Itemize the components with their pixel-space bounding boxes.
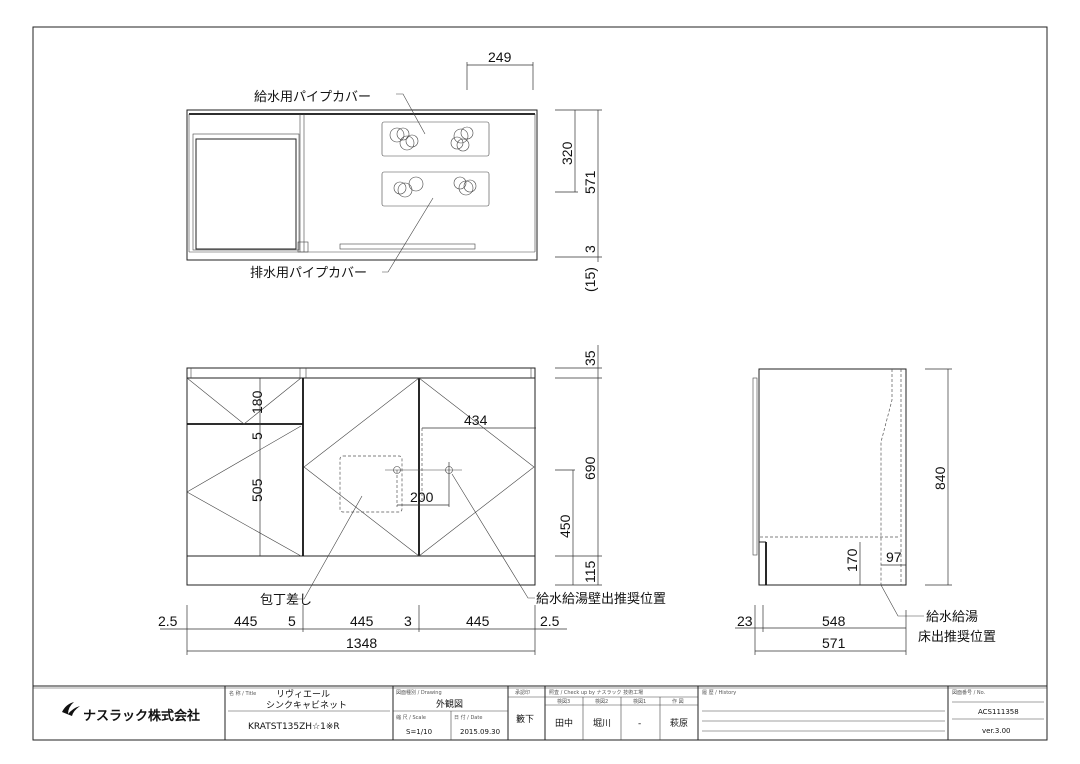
dim-434: 434 (464, 412, 488, 428)
dim-2-5-right: 2.5 (540, 613, 560, 629)
drawing-type: 外観図 (436, 698, 463, 710)
dim-445-middle: 445 (350, 613, 374, 629)
label-floor-outlet-line2: 床出推奨位置 (918, 630, 996, 645)
checker-caption: 検図1 (633, 698, 646, 705)
dim-115: 115 (582, 560, 598, 583)
date-value: 2015.09.30 (460, 728, 500, 736)
drawing-caption: 図面種別 / Drawing (396, 689, 442, 696)
dim-180: 180 (249, 390, 265, 414)
dim-548: 548 (822, 613, 846, 629)
dim-840: 840 (932, 466, 948, 490)
checker-caption: 検図3 (557, 698, 570, 705)
dim-571: 571 (582, 170, 598, 194)
checkers: 検図3 田中 検図2 堀川 検図1 - 作 図 萩原 (555, 698, 688, 729)
dim-15: (15) (582, 267, 598, 292)
history-caption: 履 歴 / History (702, 690, 736, 696)
checker-caption: 作 図 (672, 698, 684, 705)
dim-571-side: 571 (822, 635, 846, 651)
drain-pan (339, 243, 476, 250)
dim-170: 170 (844, 548, 860, 572)
dim-1348: 1348 (346, 635, 377, 651)
left-door-swing-mark (303, 377, 420, 557)
drawing-number: ACS111358 (978, 708, 1019, 716)
dim-445-right: 445 (466, 613, 490, 629)
top-outline (186, 109, 538, 261)
dim-5: 5 (288, 613, 296, 629)
drain-pipe-cover (381, 171, 490, 207)
scale-value: S=1/10 (406, 728, 432, 736)
checker-name: 田中 (555, 717, 573, 729)
left-compartment (192, 133, 300, 251)
title-caption: 名 称 / Title (229, 690, 256, 697)
sheet-border (32, 26, 1048, 741)
dim-445-left: 445 (234, 613, 258, 629)
checker-name: - (638, 719, 641, 729)
label-wall-outlet-position: 給水給湯壁出推奨位置 (536, 592, 666, 607)
dim-23: 23 (737, 613, 753, 629)
top-view: 給水用パイプカバー 排水用パイプカバー 249 320 571 3 (15) (186, 49, 602, 292)
approval-caption: 承認印 (515, 689, 530, 696)
dim-690: 690 (582, 456, 598, 480)
label-floor-outlet-line1: 給水給湯 (926, 610, 978, 625)
dim-505: 505 (249, 478, 265, 502)
dim-3-gap: 3 (404, 613, 412, 629)
number-caption: 図面番号 / No. (952, 689, 986, 696)
side-outline (758, 368, 907, 586)
right-door-swing-mark (418, 377, 535, 557)
front-outline (186, 367, 536, 586)
pipe-circles (389, 126, 477, 198)
supply-outlet-left (393, 466, 401, 474)
checker-name: 萩原 (670, 718, 688, 729)
knife-holder (339, 455, 403, 513)
dim-97: 97 (886, 549, 902, 565)
scale-caption: 縮 尺 / Scale (396, 714, 426, 721)
check-caption: 照査 / Check up by ナスラック 技術工場 (549, 689, 643, 696)
title-block: ナスラック株式会社 名 称 / Title リヴィエール シンクキャビネット K… (33, 685, 1047, 740)
front-view: 200 434 180 5 505 35 690 450 115 包丁差し 給水… (158, 345, 666, 655)
side-view: 170 97 840 23 548 571 給水給湯 床出推奨位置 (735, 368, 996, 655)
title-line2: シンクキャビネット (266, 700, 347, 711)
checker-name: 堀川 (593, 718, 611, 729)
dim-320: 320 (559, 141, 575, 165)
checker-caption: 検図2 (595, 698, 608, 705)
supply-pipe-cover (381, 121, 490, 157)
top-drawer-swing-mark (186, 377, 302, 425)
door-panel (752, 377, 758, 556)
label-drain-pipe-cover: 排水用パイプカバー (250, 266, 367, 281)
dim-249: 249 (488, 49, 512, 65)
label-knife-holder: 包丁差し (260, 593, 312, 608)
company-logo: ナスラック株式会社 (62, 702, 200, 724)
dim-2-5-left: 2.5 (158, 613, 178, 629)
dim-5-vertical: 5 (249, 432, 265, 440)
dim-200: 200 (410, 489, 434, 505)
dim-3: 3 (582, 245, 598, 253)
approval-stamp: 籔下 (516, 713, 534, 725)
drawing-version: ver.3.00 (982, 727, 1011, 735)
label-supply-pipe-cover: 給水用パイプカバー (254, 90, 371, 105)
date-caption: 日 付 / Date (454, 714, 482, 721)
company-name: ナスラック株式会社 (83, 708, 200, 724)
dim-450: 450 (557, 514, 573, 538)
dim-35: 35 (582, 350, 598, 366)
lower-drawer-swing-mark (186, 425, 302, 557)
model-number: KRATST135ZH☆1※R (248, 722, 340, 732)
title-line1: リヴィエール (276, 688, 330, 700)
